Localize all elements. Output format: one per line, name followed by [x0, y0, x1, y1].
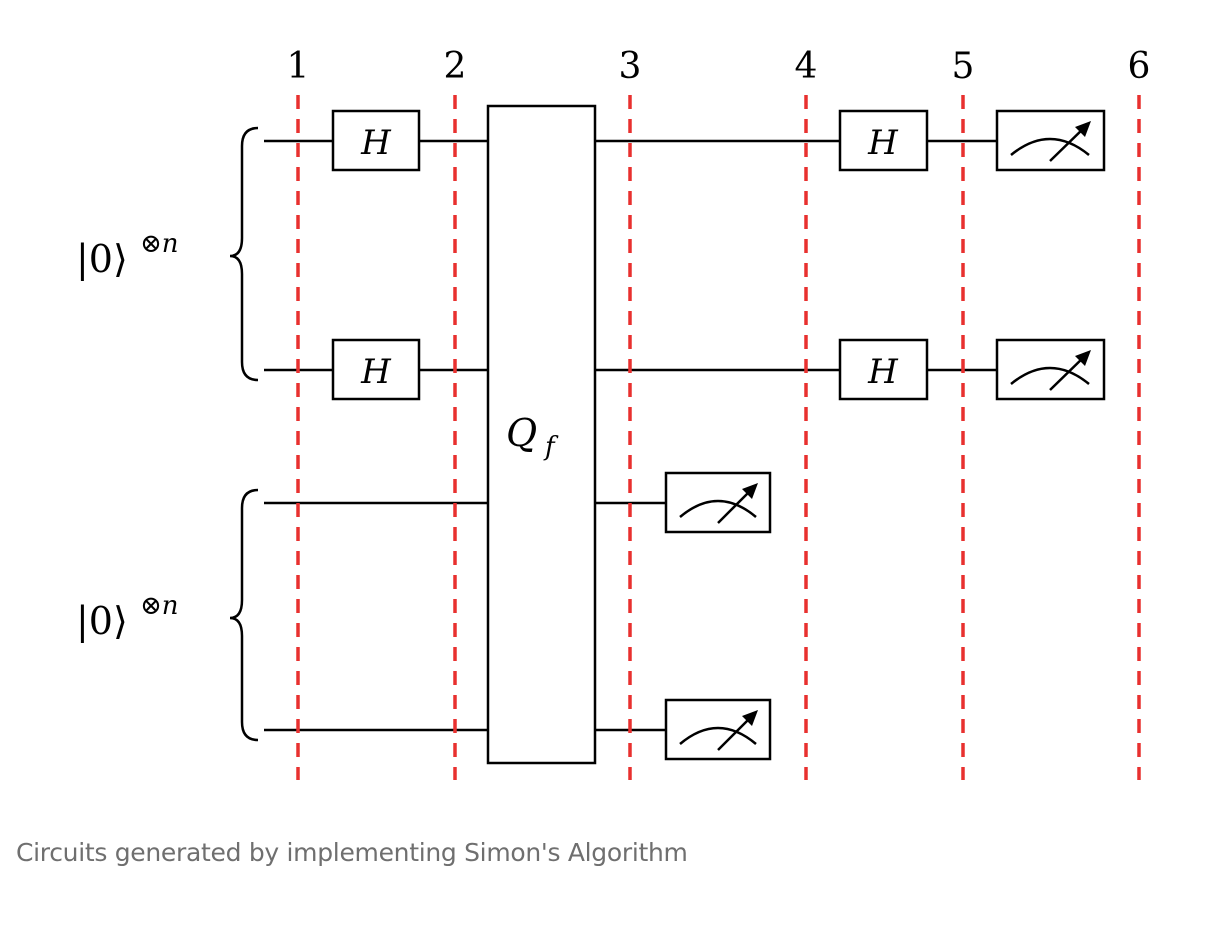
register-braces [229, 126, 259, 742]
meter-arrow-icon [1075, 350, 1091, 366]
measurement-gate-3 [664, 471, 772, 534]
measurement-gate-1 [995, 109, 1106, 172]
meter-arc-icon [679, 726, 757, 745]
hadamard-label: H [867, 123, 899, 163]
circuit-diagram: 1 2 3 4 5 6 |0⟩ ⊗n |0⟩ ⊗n H [76, 46, 1151, 780]
brace-register-1 [229, 126, 259, 382]
step-label-6: 6 [1128, 46, 1151, 87]
hadamard-gate-1: H [331, 109, 421, 172]
register-label-2: |0⟩ [76, 599, 128, 643]
meter-arrow-icon [1075, 121, 1091, 137]
meter-arc-icon [679, 499, 757, 518]
oracle-gate: Q f [486, 104, 597, 765]
hadamard-gate-3: H [838, 109, 929, 172]
measurement-gate-4 [664, 698, 772, 761]
hadamard-gate-4: H [838, 338, 929, 401]
hadamard-gate-2: H [331, 338, 421, 401]
step-label-5: 5 [952, 46, 975, 87]
meter-arrow-icon [742, 483, 758, 499]
register-label-1-superscript: ⊗n [140, 229, 179, 259]
step-label-4: 4 [795, 46, 818, 87]
barrier-lines [296, 95, 1141, 780]
hadamard-label: H [867, 352, 899, 392]
hadamard-label: H [360, 352, 392, 392]
meter-arrow-icon [742, 710, 758, 726]
register-label-2-superscript: ⊗n [140, 591, 179, 621]
brace-register-2 [229, 488, 259, 742]
hadamard-gates: H H H H [331, 109, 929, 401]
meter-arc-icon [1010, 366, 1090, 385]
measurement-gate-2 [995, 338, 1106, 401]
hadamard-label: H [360, 123, 392, 163]
meter-arc-icon [1010, 137, 1090, 156]
oracle-label: Q [506, 411, 537, 455]
step-label-2: 2 [444, 46, 467, 87]
figure-caption: Circuits generated by implementing Simon… [16, 838, 688, 867]
measurement-gates [664, 109, 1106, 761]
step-label-3: 3 [619, 46, 642, 87]
register-label-1: |0⟩ [76, 237, 128, 281]
step-label-1: 1 [287, 46, 310, 87]
